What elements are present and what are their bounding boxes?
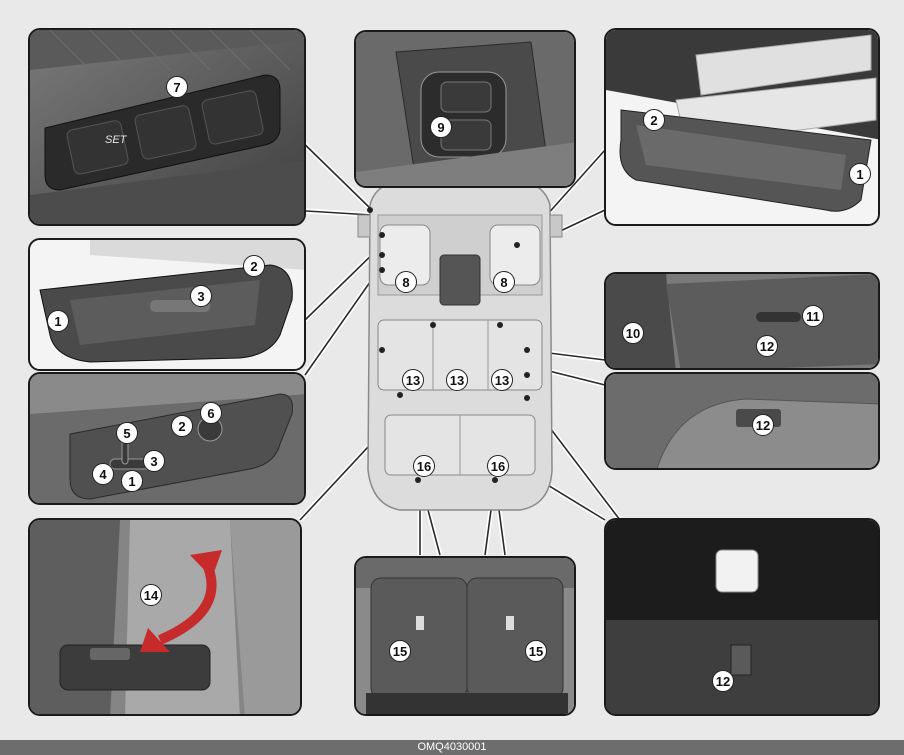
- callout-12: 12: [712, 670, 734, 692]
- callout-5: 5: [116, 422, 138, 444]
- callout-13-right: 13: [491, 369, 513, 391]
- panel-seat-switches: 5 2 6 3 4 1: [28, 372, 306, 505]
- second-row-lower-illustration: [606, 374, 880, 470]
- figure-code: OMQ4030001: [0, 740, 904, 755]
- callout-2: 2: [643, 109, 665, 131]
- callout-2: 2: [243, 255, 265, 277]
- callout-12: 12: [752, 414, 774, 436]
- panel-third-row-control: 12: [604, 518, 880, 716]
- callout-15-right: 15: [525, 640, 547, 662]
- panel-seat-side-left: 2 3 1: [28, 238, 306, 371]
- callout-15-left: 15: [389, 640, 411, 662]
- memory-buttons-illustration: [30, 30, 306, 226]
- callout-1: 1: [121, 470, 143, 492]
- callout-3: 3: [190, 285, 212, 307]
- callout-16-left: 16: [413, 455, 435, 477]
- panel-armrest: 14: [28, 518, 302, 716]
- panel-lumbar-switch: 9: [354, 30, 576, 188]
- callout-6: 6: [200, 402, 222, 424]
- callout-9: 9: [430, 116, 452, 138]
- panel-second-row-seat: 11 10 12: [604, 272, 880, 370]
- seat-side-left-illustration: [30, 240, 306, 371]
- callout-1: 1: [849, 163, 871, 185]
- callout-13-middle: 13: [446, 369, 468, 391]
- callout-11: 11: [802, 305, 824, 327]
- panel-seat-side-top-right: 2 1: [604, 28, 880, 226]
- callout-4: 4: [92, 463, 114, 485]
- callout-12: 12: [756, 335, 778, 357]
- callout-2: 2: [171, 415, 193, 437]
- panel-second-row-lower: 12: [604, 372, 880, 470]
- second-row-seat-illustration: [606, 274, 880, 370]
- panel-memory-buttons: SET 7: [28, 28, 306, 226]
- callout-8-left: 8: [395, 271, 417, 293]
- callout-3: 3: [143, 450, 165, 472]
- callout-10: 10: [622, 322, 644, 344]
- callout-14: 14: [140, 584, 162, 606]
- seat-switches-illustration: [30, 374, 306, 505]
- callout-13-left: 13: [402, 369, 424, 391]
- callout-16-right: 16: [487, 455, 509, 477]
- panel-cargo-area: 15 15: [354, 556, 576, 716]
- set-button-label: SET: [105, 134, 126, 146]
- third-row-control-illustration: [606, 520, 880, 716]
- car-top-view: [358, 180, 562, 510]
- armrest-illustration: [30, 520, 302, 716]
- lumbar-switch-illustration: [356, 32, 576, 188]
- cargo-area-illustration: [356, 558, 576, 716]
- callout-8-right: 8: [493, 271, 515, 293]
- callout-7: 7: [166, 76, 188, 98]
- callout-1: 1: [47, 310, 69, 332]
